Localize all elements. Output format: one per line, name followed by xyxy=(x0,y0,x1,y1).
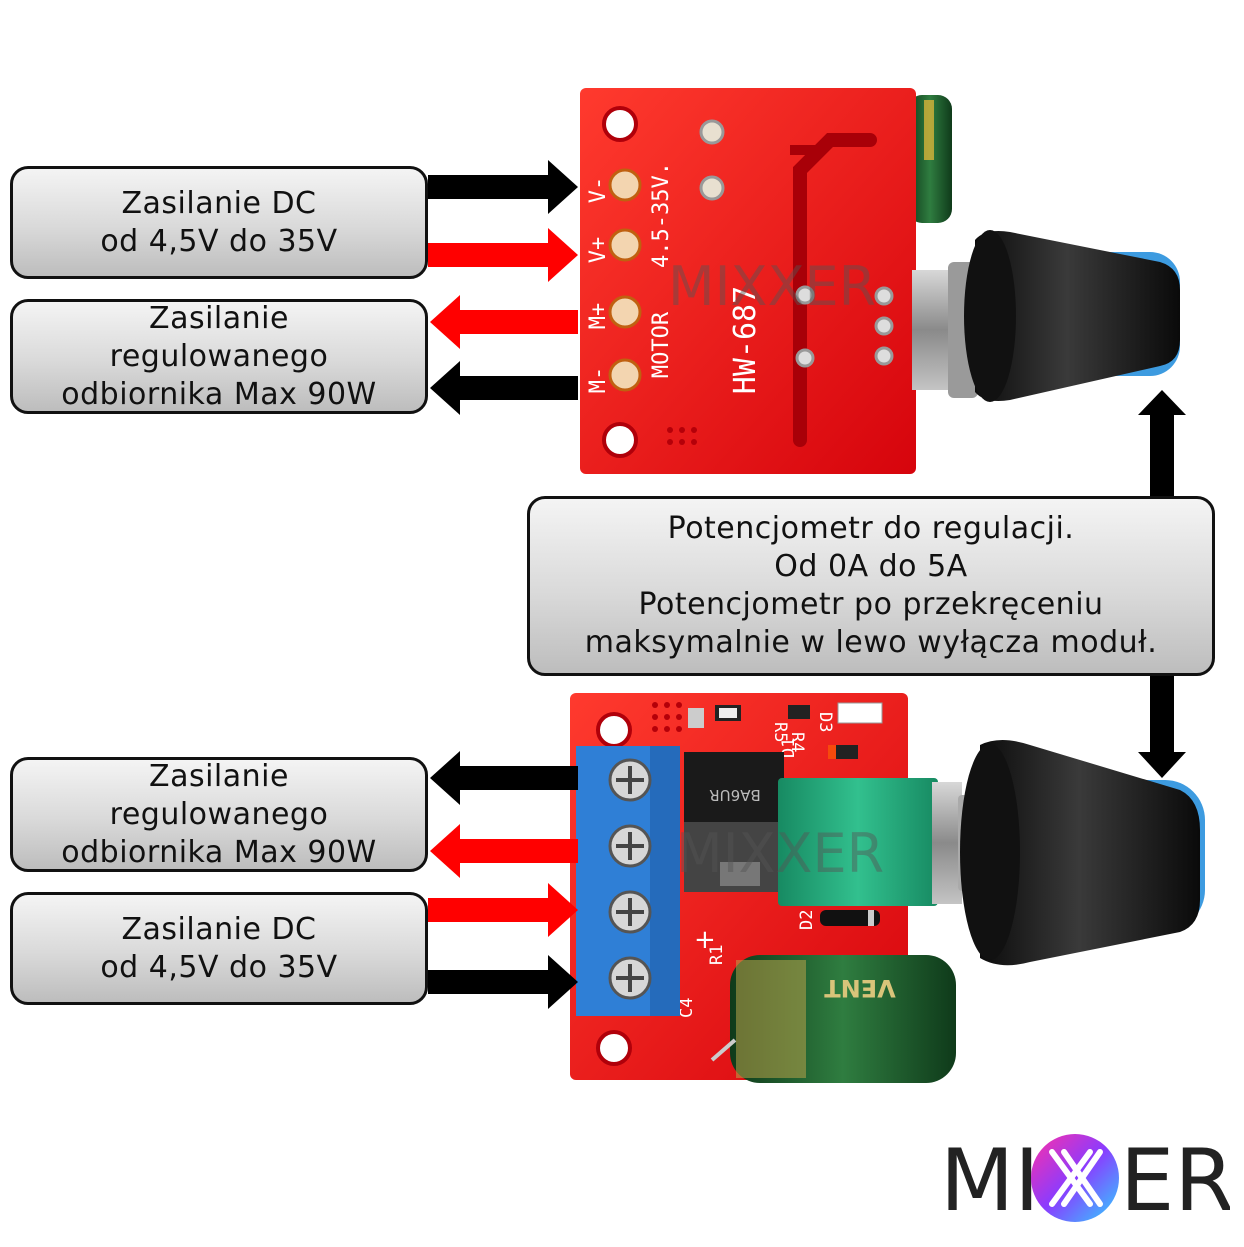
pin-label-v-plus: V+ xyxy=(586,237,611,264)
callout-line: Od 0A do 5A xyxy=(774,549,968,584)
bottom-pot-knob xyxy=(960,740,1205,966)
arrow-supply-top-black xyxy=(428,160,578,214)
pin-label-m-plus: M+ xyxy=(586,303,611,330)
top-pcb xyxy=(580,88,916,474)
callout-line: Zasilanie DC xyxy=(121,911,317,947)
top-pwm-board: V- V+ M+ M- 4.5-35V. MOTOR HW-687 xyxy=(580,88,1180,474)
callout-line: od 4,5V do 35V xyxy=(100,223,338,259)
arrow-load-bottom-black xyxy=(430,751,578,805)
callout-load-bottom: Zasilanie regulowanego odbiornika Max 90… xyxy=(10,757,428,872)
mount-hole xyxy=(602,106,638,142)
top-pot-knob xyxy=(964,230,1180,402)
callout-line: Potencjometr po przekręceniu xyxy=(638,587,1104,622)
logo-text-right: ER xyxy=(1120,1131,1230,1228)
label-c4: C4 xyxy=(677,998,697,1018)
chip-label: BA6UR xyxy=(709,786,761,804)
top-pin-pads xyxy=(608,119,894,392)
mosfet-chip: BA6UR xyxy=(684,752,784,892)
mount-hole xyxy=(602,422,638,458)
callout-line: odbiornika Max 90W xyxy=(61,834,377,870)
pot-body xyxy=(778,778,938,906)
callout-line: Zasilanie xyxy=(149,300,289,336)
logo-x-icon xyxy=(1031,1134,1119,1222)
arrow-supply-top-red xyxy=(428,228,578,282)
electrolytic-capacitor: VENT xyxy=(710,955,956,1083)
arrow-load-bottom-red xyxy=(430,824,578,878)
label-r4: R4 xyxy=(787,732,807,752)
arrow-vertical-double xyxy=(1138,390,1186,778)
mixxer-logo: MI ER xyxy=(940,1131,1230,1228)
board-model-label: HW-687 xyxy=(728,286,763,394)
callout-line: regulowanego xyxy=(109,796,329,832)
mount-hole xyxy=(596,712,632,748)
label-d2: D2 xyxy=(797,910,817,930)
pin-label-v-minus: V- xyxy=(586,177,611,204)
label-r5: R5 xyxy=(770,722,790,742)
top-pot-bushing xyxy=(912,270,952,390)
arrow-supply-bottom-black xyxy=(428,955,578,1009)
mount-hole xyxy=(596,1030,632,1066)
motor-label: MOTOR xyxy=(649,311,674,378)
watermark-top: MIXXER xyxy=(668,255,876,318)
arrow-load-top-red xyxy=(430,295,578,349)
plus-mark: + xyxy=(694,925,716,955)
arrow-load-top-black xyxy=(430,361,578,415)
pin-label-m-minus: M- xyxy=(586,367,611,394)
screw-terminal-block xyxy=(576,746,680,1016)
diode xyxy=(820,910,880,926)
label-r1: R1 xyxy=(707,945,727,965)
label-d3: D3 xyxy=(815,712,835,732)
bottom-pwm-board: R5 D3 R4 D1 D2 R1 C4 + BA6UR xyxy=(570,693,1205,1083)
callout-line: Potencjometr do regulacji. xyxy=(667,511,1075,546)
callout-line: maksymalnie w lewo wyłącza moduł. xyxy=(584,625,1158,660)
callout-load-top: Zasilanie regulowanego odbiornika Max 90… xyxy=(10,299,428,414)
watermark-bottom: MIXXER xyxy=(676,822,884,885)
logo-text-left: MI xyxy=(940,1131,1040,1228)
callout-line: regulowanego xyxy=(109,338,329,374)
callout-potentiometer: Potencjometr do regulacji. Od 0A do 5A P… xyxy=(527,496,1215,676)
voltage-range-label: 4.5-35V. xyxy=(649,162,674,268)
callout-supply-top: Zasilanie DC od 4,5V do 35V xyxy=(10,166,428,279)
callout-line: od 4,5V do 35V xyxy=(100,949,338,985)
callout-supply-bottom: Zasilanie DC od 4,5V do 35V xyxy=(10,892,428,1005)
capacitor-brand: VENT xyxy=(824,974,896,1002)
callout-line: Zasilanie xyxy=(149,758,289,794)
callout-line: Zasilanie DC xyxy=(121,185,317,221)
callout-line: odbiornika Max 90W xyxy=(61,376,377,412)
arrow-supply-bottom-red xyxy=(428,883,578,937)
